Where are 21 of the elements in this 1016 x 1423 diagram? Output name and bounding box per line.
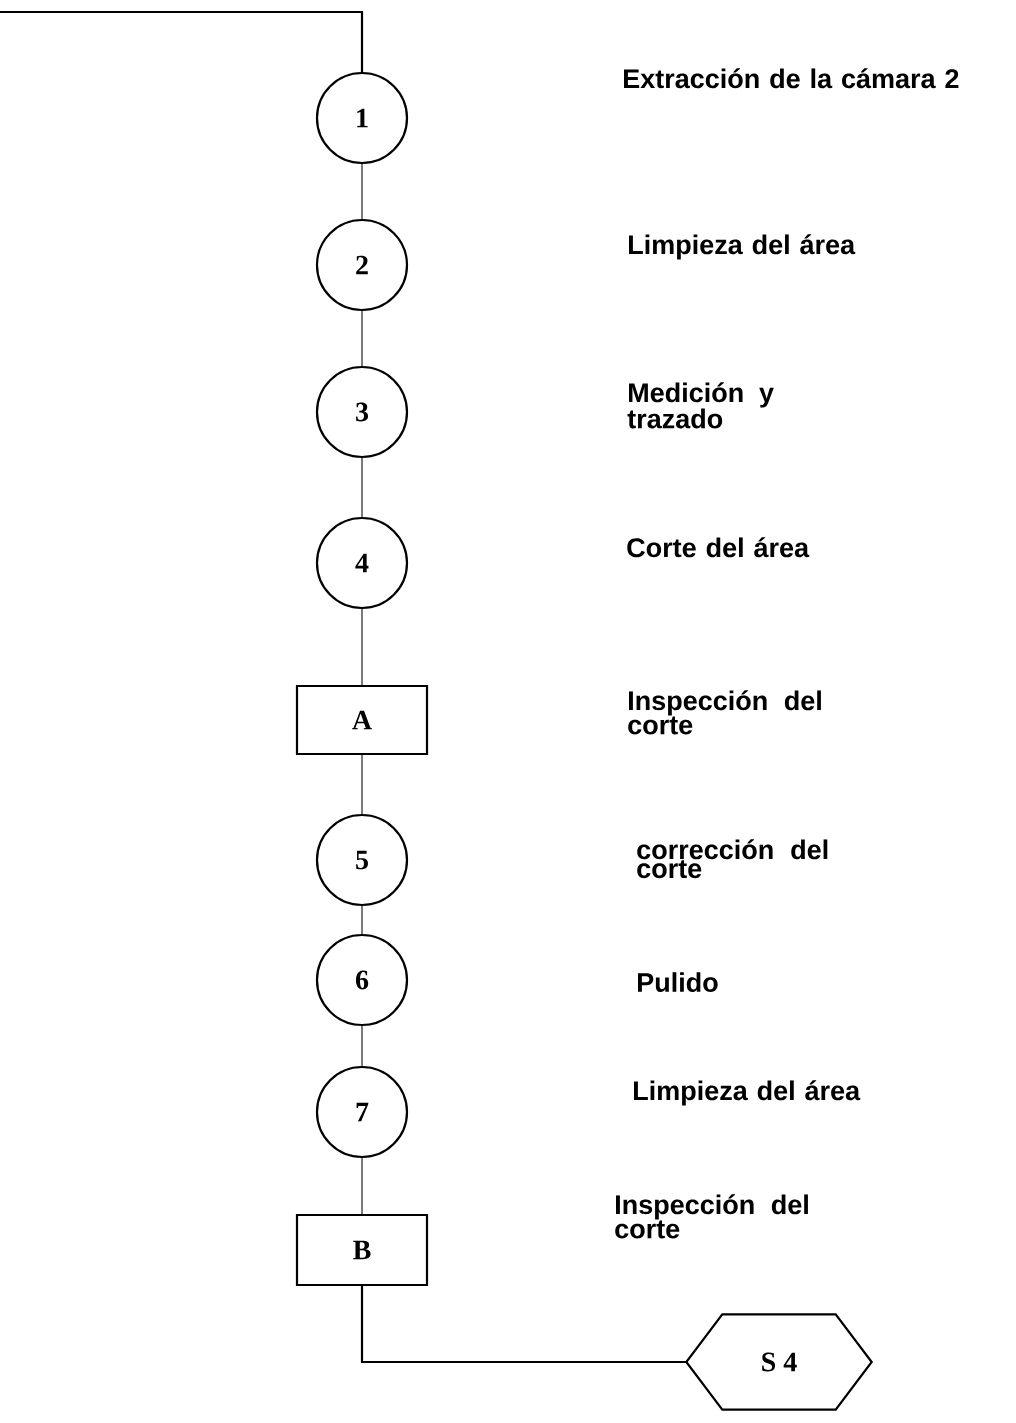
connector-line — [361, 754, 363, 815]
step-label: Limpieza del área — [634, 1080, 861, 1106]
connector-line — [360, 1286, 687, 1364]
step-label: Pulido — [638, 972, 718, 993]
connector-line — [361, 608, 363, 686]
inspection-box: B — [295, 1213, 429, 1287]
connector-line — [361, 905, 363, 935]
connector-line — [361, 1157, 363, 1215]
connector-line — [0, 10, 364, 72]
inspection-box: A — [295, 684, 429, 756]
step-label: Medición y trazado — [627, 382, 774, 429]
connector-line — [361, 1025, 363, 1067]
connector-line — [361, 310, 363, 367]
step-label: Inspección del corte — [628, 690, 821, 735]
step-label: corrección del corte — [637, 839, 828, 879]
step-label: Extracción de la cámara 2 — [624, 68, 959, 89]
connector-line — [361, 163, 363, 220]
step-label: Inspección del corte — [615, 1194, 808, 1239]
step-label: Limpieza del área — [629, 234, 856, 260]
connector-line — [361, 457, 363, 518]
step-label: Corte del área — [627, 537, 810, 558]
